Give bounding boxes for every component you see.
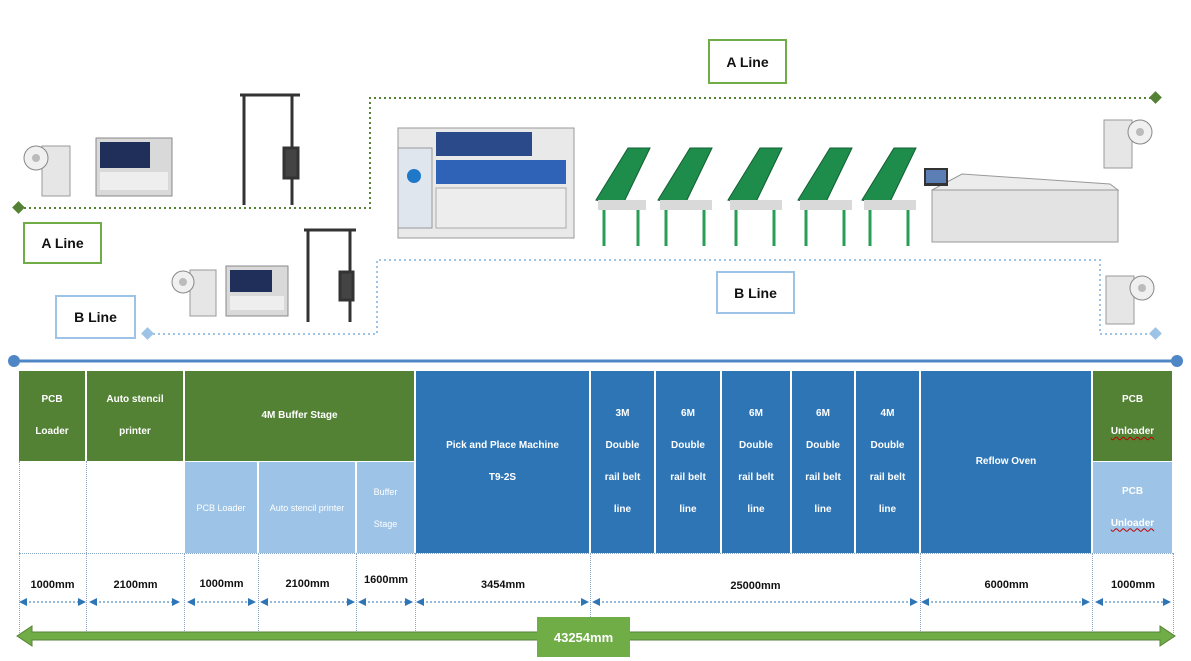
sub-stage-auto-stencil: Auto stencil printer — [259, 462, 356, 553]
belt-conveyor-4 — [797, 147, 853, 246]
stencil-printer-b-machine — [225, 265, 289, 317]
belt-conveyor-1 — [595, 147, 651, 246]
line-layout-illustration — [12, 91, 1162, 340]
b-line-label-left: B Line — [55, 295, 136, 339]
separator — [356, 553, 357, 633]
separator — [19, 461, 20, 633]
b-line-label-right: B Line — [716, 271, 795, 314]
dimension-sub-pcb-loader: 1000mm — [199, 578, 244, 590]
pick-and-place-machine — [397, 127, 575, 239]
separator — [415, 553, 416, 633]
pcb-unloader-b-machine — [1105, 275, 1155, 325]
row-divider — [19, 553, 1173, 554]
dimension-pick-and-place: 3454mm — [480, 579, 526, 591]
separator — [590, 553, 591, 633]
separator — [86, 461, 87, 633]
dimension-unloader: 1000mm — [1110, 579, 1156, 591]
buffer-tower-b-machine — [304, 228, 356, 322]
belt-conveyor-5 — [861, 147, 917, 246]
a-line-start-marker — [12, 201, 25, 214]
belt-conveyor-3 — [727, 147, 783, 246]
belt-conveyor-2 — [657, 147, 713, 246]
separator — [1092, 553, 1093, 633]
dimension-sub-auto-stencil: 2100mm — [285, 578, 330, 590]
timeline-bar — [8, 355, 1183, 367]
reflow-oven-machine — [924, 168, 1120, 243]
pcb-loader-a-machine — [23, 145, 71, 197]
dimension-arrows — [19, 598, 1171, 606]
dimension-auto-stencil: 2100mm — [113, 579, 158, 591]
total-length-label: 43254mm — [537, 617, 630, 657]
b-line-path — [148, 259, 1155, 335]
a-line-end-marker — [1149, 91, 1162, 104]
separator — [1173, 553, 1174, 633]
b-line-end-marker — [1149, 327, 1162, 340]
dimension-buffer: 1600mm — [363, 574, 409, 586]
pcb-unloader-a-machine — [1103, 119, 1153, 169]
buffer-tower-a-machine — [240, 93, 300, 205]
separator — [258, 553, 259, 633]
a-line-path — [19, 97, 1156, 209]
b-line-start-marker — [141, 327, 154, 340]
dimension-belt-lines: 25000mm — [730, 580, 781, 592]
a-line-label-top: A Line — [708, 39, 787, 84]
timeline-end-dot — [1171, 355, 1183, 367]
timeline-start-dot — [8, 355, 20, 367]
separator — [184, 553, 185, 633]
a-line-label-left: A Line — [23, 222, 102, 264]
dimension-reflow-oven: 6000mm — [984, 579, 1029, 591]
stencil-printer-a-machine — [95, 137, 173, 197]
sub-stage-pcb-loader: PCB Loader — [185, 462, 258, 553]
stage-buffer: 4M Buffer Stage — [185, 371, 415, 461]
separator — [920, 553, 921, 633]
dimension-pcb-loader: 1000mm — [30, 579, 75, 591]
pcb-loader-b-machine — [171, 269, 217, 317]
stage-reflow-oven: Reflow Oven — [921, 371, 1092, 553]
